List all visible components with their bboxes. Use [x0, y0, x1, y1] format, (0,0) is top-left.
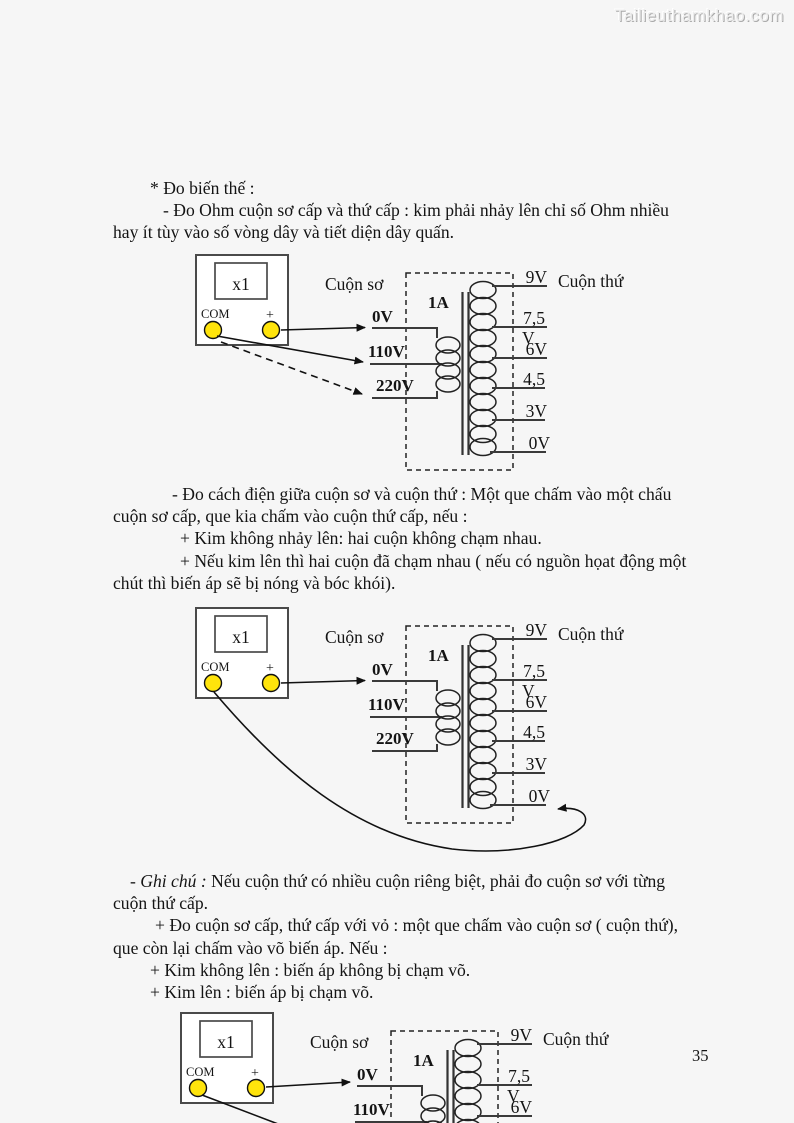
sec-6v-label: 6V: [511, 1097, 533, 1117]
note-text: Nếu cuộn thứ có nhiều cuộn riêng biệt, p…: [211, 871, 666, 891]
note-label: Ghi chú :: [140, 871, 212, 891]
note-paragraph: - Ghi chú : Nếu cuộn thứ có nhiều cuộn r…: [113, 870, 693, 1003]
secondary-coil: [469, 633, 497, 810]
probe-arrow-110v: [216, 335, 364, 365]
tap-110v-label: 110V: [368, 695, 406, 714]
sec-3v-label: 3V: [526, 401, 548, 421]
com-label: COM: [201, 660, 229, 674]
probe-arrow-0v: [280, 676, 366, 685]
wire-0v: [357, 1085, 423, 1096]
text-line: cuộn thứ cấp.: [113, 893, 209, 914]
insulation-paragraph: - Đo cách điện giữa cuộn sơ và cuộn thứ …: [113, 483, 693, 594]
current-rating-label: 1A: [413, 1051, 435, 1070]
range-label: x1: [232, 627, 250, 647]
sec-9v-label: 9V: [526, 620, 548, 640]
secondary-title: Cuộn thứ: [558, 271, 624, 291]
sec-3v-label: 3V: [526, 754, 548, 774]
transformer-diagram-1: x1 COM + Cuộn sơ 0V 110V 220V 1A Cuộn th…: [195, 254, 624, 471]
probe-arrow-0v: [265, 1078, 351, 1088]
com-terminal: [188, 1078, 208, 1098]
primary-coil: [435, 336, 461, 393]
wire-220v: [372, 391, 438, 399]
tap-0v-label: 0V: [372, 660, 394, 679]
primary-title: Cuộn sơ: [325, 274, 384, 294]
tap-220v-label: 220V: [376, 729, 415, 748]
sec-75-unit-label: V: [507, 1086, 520, 1106]
dash: -: [130, 871, 141, 891]
wire-220v: [372, 744, 438, 752]
current-rating-label: 1A: [428, 646, 450, 665]
text-line: - Đo cách điện giữa cuộn sơ và cuộn thứ …: [172, 484, 672, 504]
com-terminal: [203, 320, 223, 340]
probe-line-to-case: [201, 1094, 278, 1123]
com-terminal: [203, 673, 223, 693]
com-label: COM: [186, 1065, 214, 1079]
text-line: cuộn sơ cấp, que kia chấm vào cuộn thứ c…: [113, 506, 468, 527]
sec-75-label: 7,5: [523, 661, 545, 681]
sec-6v-label: 6V: [526, 339, 548, 359]
secondary-coil: [469, 280, 497, 457]
sec-45-label: 4,5: [523, 722, 545, 742]
transformer-diagram-2: x1 COM + Cuộn sơ 0V 110V 220V 1A Cuộn th…: [195, 607, 624, 852]
sec-45-label: 4,5: [523, 369, 545, 389]
tap-0v-label: 0V: [372, 307, 394, 326]
multimeter-display: [214, 615, 268, 653]
text-line: * Đo biến thế :: [150, 178, 255, 198]
secondary-coil: [454, 1038, 482, 1123]
probe-arrow-220v-dashed: [220, 341, 363, 395]
primary-title: Cuộn sơ: [310, 1032, 369, 1052]
sec-0v-label: 0V: [529, 433, 551, 453]
sec-0v-label: 0V: [529, 786, 551, 806]
sec-9v-label: 9V: [511, 1025, 533, 1045]
tap-110v-label: 110V: [368, 342, 406, 361]
text-line: + Kim không nhảy lên: hai cuộn không chạ…: [180, 528, 542, 549]
multimeter-display: [214, 262, 268, 300]
sec-75-label: 7,5: [523, 308, 545, 328]
com-label: COM: [201, 307, 229, 321]
tap-220v-label: 220V: [376, 376, 415, 395]
sec-75-unit-label: V: [522, 681, 535, 701]
plus-label: +: [266, 308, 274, 323]
intro-paragraph: * Đo biến thế : - Đo Ohm cuộn sơ cấp và …: [113, 177, 693, 244]
primary-coil: [435, 689, 461, 746]
multimeter: x1 COM +: [180, 1012, 274, 1104]
wire-0v: [372, 327, 438, 338]
page-number: 35: [692, 1046, 709, 1065]
text-line: hay ít tùy vào số vòng dây và tiết diện …: [113, 222, 455, 243]
text-line: + Kim không lên : biến áp không bị chạm …: [150, 959, 471, 980]
current-rating-label: 1A: [428, 293, 450, 312]
wire-0v: [372, 680, 438, 691]
text-line: + Kim lên : biến áp bị chạm võ.: [150, 982, 374, 1003]
multimeter: x1 COM +: [195, 607, 289, 699]
probe-arrow-0v: [280, 323, 366, 332]
plus-terminal: [261, 673, 281, 693]
secondary-title: Cuộn thứ: [558, 624, 624, 644]
multimeter-display: [199, 1020, 253, 1058]
text-line: - Ghi chú : Nếu cuộn thứ có nhiều cuộn r…: [113, 870, 693, 892]
plus-terminal: [261, 320, 281, 340]
watermark: Tailieuthamkhao.com: [614, 6, 784, 25]
secondary-title: Cuộn thứ: [543, 1029, 609, 1049]
sec-75-label: 7,5: [508, 1066, 530, 1086]
range-label: x1: [217, 1032, 235, 1052]
multimeter: x1 COM +: [195, 254, 289, 346]
tap-0v-label: 0V: [357, 1065, 379, 1084]
text-line: + Nếu kim lên thì hai cuộn đã chạm nhau …: [180, 550, 687, 571]
plus-label: +: [266, 661, 274, 676]
probe-curve-to-secondary-0v: [213, 691, 587, 852]
plus-terminal: [246, 1078, 266, 1098]
transformer-diagram-3: x1 COM + Cuộn sơ 0V 110V 220V 1A Cuộn th…: [180, 1012, 609, 1123]
range-label: x1: [232, 274, 250, 294]
primary-coil: [420, 1094, 446, 1123]
sec-75-unit-label: V: [522, 328, 535, 348]
tap-110v-label: 110V: [353, 1100, 391, 1119]
sec-6v-label: 6V: [526, 692, 548, 712]
text-line: chút thì biến áp sẽ bị nóng và bóc khói)…: [113, 572, 396, 593]
text-line: que còn lại chấm vào võ biến áp. Nếu :: [113, 937, 388, 958]
sec-9v-label: 9V: [526, 267, 548, 287]
plus-label: +: [251, 1066, 259, 1081]
text-line: + Đo cuộn sơ cấp, thứ cấp với vỏ : một q…: [155, 915, 679, 936]
primary-title: Cuộn sơ: [325, 627, 384, 647]
text-line: - Đo Ohm cuộn sơ cấp và thứ cấp : kim ph…: [163, 200, 669, 221]
